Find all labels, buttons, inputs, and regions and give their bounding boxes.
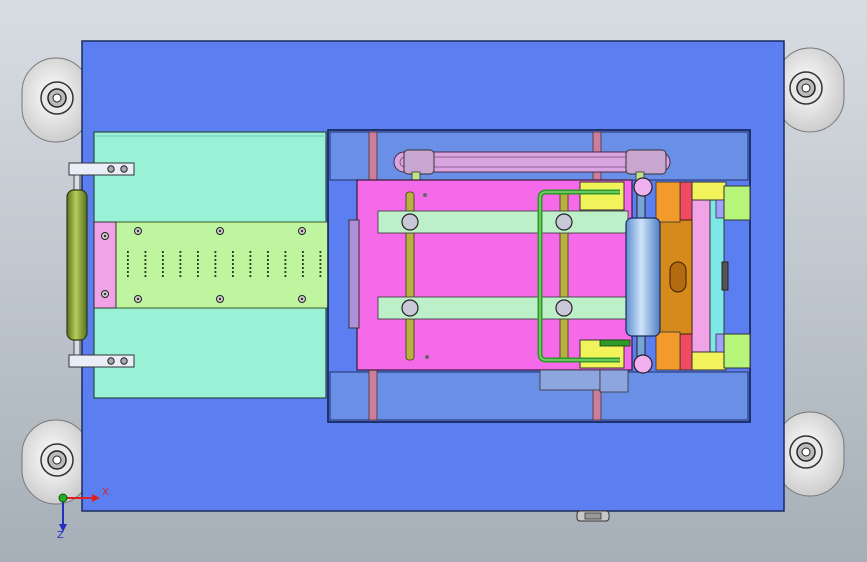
rail-bolts: [401, 193, 573, 359]
green-frame: [537, 189, 631, 363]
side-block-left: [93, 221, 117, 309]
caster-wheel-top-left: [21, 57, 91, 143]
caster-wheel-bottom-right: [775, 411, 845, 497]
coordinate-triad-icon: [58, 493, 100, 532]
axis-x-label: X: [102, 487, 109, 498]
caster-wheel-bottom-left: [21, 419, 91, 505]
punch-hole-grid: [127, 251, 322, 277]
handle[interactable]: [66, 162, 135, 368]
belt-drive: [393, 149, 671, 183]
caster-wheel-top-right: [775, 47, 845, 133]
punch-strip[interactable]: [115, 221, 330, 309]
roller[interactable]: [625, 177, 661, 374]
right-block-stack: [579, 181, 751, 371]
axis-z-label: Z: [57, 530, 64, 541]
rail-box-bottom: [329, 371, 749, 421]
